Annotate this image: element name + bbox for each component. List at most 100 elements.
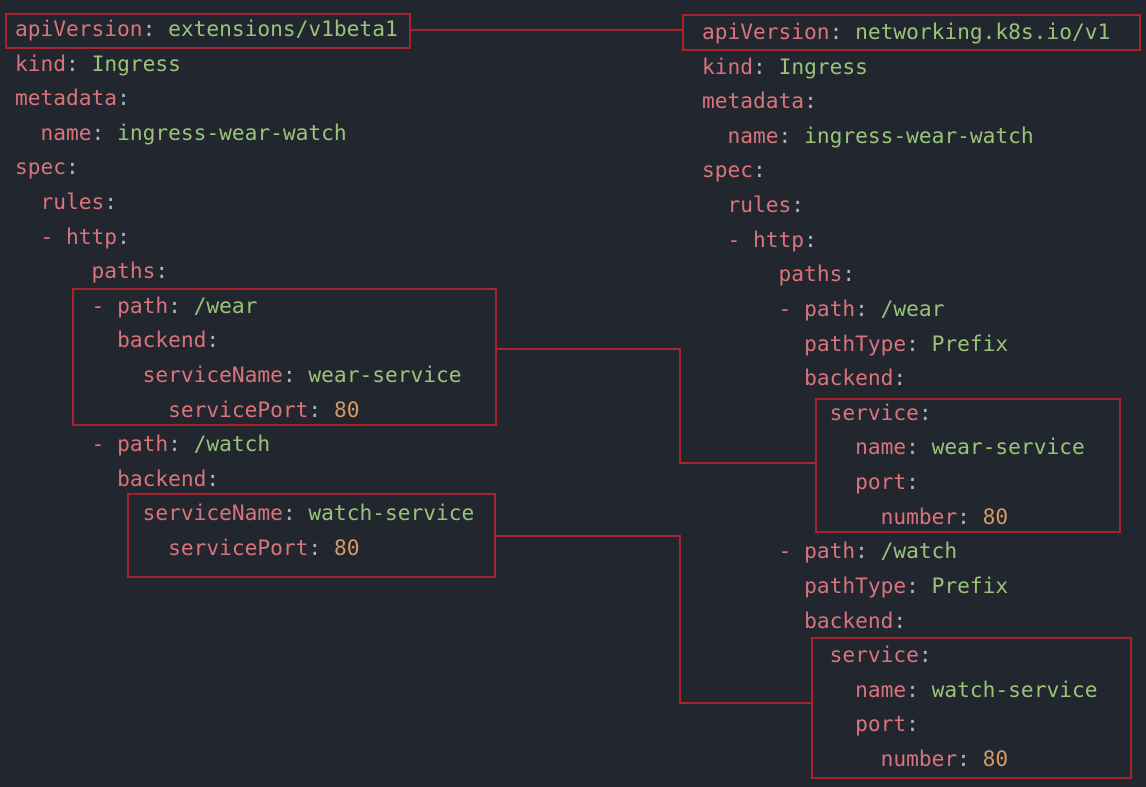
colon: : xyxy=(957,746,970,772)
yaml-value: Prefix xyxy=(931,572,1009,598)
yaml-line: backend: xyxy=(702,606,906,636)
yaml-line: - path: /wear xyxy=(702,294,945,324)
yaml-line: backend: xyxy=(15,464,219,494)
connector-watch-c xyxy=(679,702,812,704)
yaml-line: service: xyxy=(702,640,932,670)
yaml-line: number: 80 xyxy=(702,502,1009,532)
yaml-value: /watch xyxy=(193,431,271,457)
list-dash: - xyxy=(91,292,118,318)
yaml-key: path xyxy=(117,431,169,457)
yaml-value: ingress-wear-watch xyxy=(804,122,1034,148)
colon: : xyxy=(804,88,817,114)
yaml-key: serviceName xyxy=(142,362,283,387)
yaml-value: networking.k8s.io/v1 xyxy=(855,19,1111,44)
list-dash: - xyxy=(727,226,754,252)
colon: : xyxy=(155,258,169,284)
colon: : xyxy=(855,538,868,564)
colon: : xyxy=(168,431,181,457)
highlight-left-apiversion xyxy=(5,13,411,49)
yaml-line: service: xyxy=(702,398,932,428)
colon: : xyxy=(906,469,919,495)
colon: : xyxy=(906,330,919,356)
colon: : xyxy=(282,500,296,526)
yaml-key: spec xyxy=(702,157,754,183)
yaml-line: - http: xyxy=(702,225,817,255)
colon: : xyxy=(791,192,805,218)
connector-watch-b xyxy=(679,535,681,704)
yaml-line: - path: /watch xyxy=(15,429,271,459)
yaml-line: kind: Ingress xyxy=(702,52,868,82)
yaml-value: /wear xyxy=(880,295,945,321)
list-dash: - xyxy=(91,431,118,457)
yaml-line: backend: xyxy=(702,363,906,393)
yaml-key: service xyxy=(829,642,919,668)
yaml-line: pathType: Prefix xyxy=(702,329,1008,359)
connector-watch-a xyxy=(495,535,681,537)
highlight-right-wear-service xyxy=(815,398,1121,533)
connector-apiversion xyxy=(410,29,683,31)
yaml-value: extensions/v1beta1 xyxy=(168,16,398,41)
yaml-line: - path: /wear xyxy=(15,291,258,321)
list-dash: - xyxy=(778,295,805,321)
colon: : xyxy=(753,53,766,79)
colon: : xyxy=(206,465,220,491)
highlight-left-watch-backend xyxy=(127,493,496,578)
yaml-line: servicePort: 80 xyxy=(15,533,359,563)
colon: : xyxy=(308,535,322,560)
yaml-key: path xyxy=(804,538,856,564)
yaml-line: apiVersion: extensions/v1beta1 xyxy=(15,14,398,44)
yaml-value: 80 xyxy=(982,746,1009,772)
yaml-line: rules: xyxy=(15,187,118,217)
yaml-key: http xyxy=(753,226,805,252)
colon: : xyxy=(117,223,130,249)
yaml-line: backend: xyxy=(15,325,219,355)
yaml-key: apiVersion xyxy=(15,16,143,41)
yaml-key: spec xyxy=(15,154,67,180)
highlight-right-apiversion xyxy=(682,14,1141,51)
colon: : xyxy=(906,434,919,460)
yaml-key: name xyxy=(40,119,92,145)
colon: : xyxy=(117,85,130,111)
yaml-key: metadata xyxy=(15,85,118,111)
yaml-line: metadata: xyxy=(15,83,130,113)
yaml-key: kind xyxy=(702,53,754,79)
yaml-line: port: xyxy=(702,467,919,497)
yaml-key: rules xyxy=(40,189,105,214)
list-dash: - xyxy=(40,223,67,249)
yaml-key: name xyxy=(727,122,779,148)
yaml-line: - http: xyxy=(15,222,130,252)
yaml-value: ingress-wear-watch xyxy=(117,119,347,145)
colon: : xyxy=(282,362,296,387)
yaml-line: number: 80 xyxy=(702,744,1009,774)
yaml-line: port: xyxy=(702,709,919,739)
colon: : xyxy=(906,676,919,702)
yaml-key: metadata xyxy=(702,88,805,114)
yaml-line: metadata: xyxy=(702,86,817,116)
colon: : xyxy=(168,292,181,318)
yaml-line: spec: xyxy=(15,152,79,182)
list-dash: - xyxy=(778,538,805,564)
yaml-line: - path: /watch xyxy=(702,536,958,566)
yaml-line: serviceName: watch-service xyxy=(15,498,475,528)
yaml-key: path xyxy=(804,295,856,321)
colon: : xyxy=(753,157,766,183)
colon: : xyxy=(893,365,907,391)
yaml-key: number xyxy=(880,746,958,772)
colon: : xyxy=(918,399,932,425)
yaml-line: name: ingress-wear-watch xyxy=(15,118,347,148)
yaml-value: Ingress xyxy=(91,50,181,76)
yaml-line: paths: xyxy=(15,256,169,286)
yaml-line: kind: Ingress xyxy=(15,49,181,79)
yaml-key: http xyxy=(66,223,118,249)
yaml-key: backend xyxy=(117,465,207,491)
colon: : xyxy=(778,122,792,148)
colon: : xyxy=(906,711,919,737)
yaml-key: path xyxy=(117,292,169,318)
yaml-key: rules xyxy=(727,192,792,218)
yaml-key: name xyxy=(855,434,907,460)
yaml-value: /wear xyxy=(193,292,258,318)
colon: : xyxy=(206,327,220,353)
yaml-line: name: ingress-wear-watch xyxy=(702,121,1034,151)
yaml-value: wear-service xyxy=(308,362,462,387)
yaml-value: 80 xyxy=(333,535,360,560)
